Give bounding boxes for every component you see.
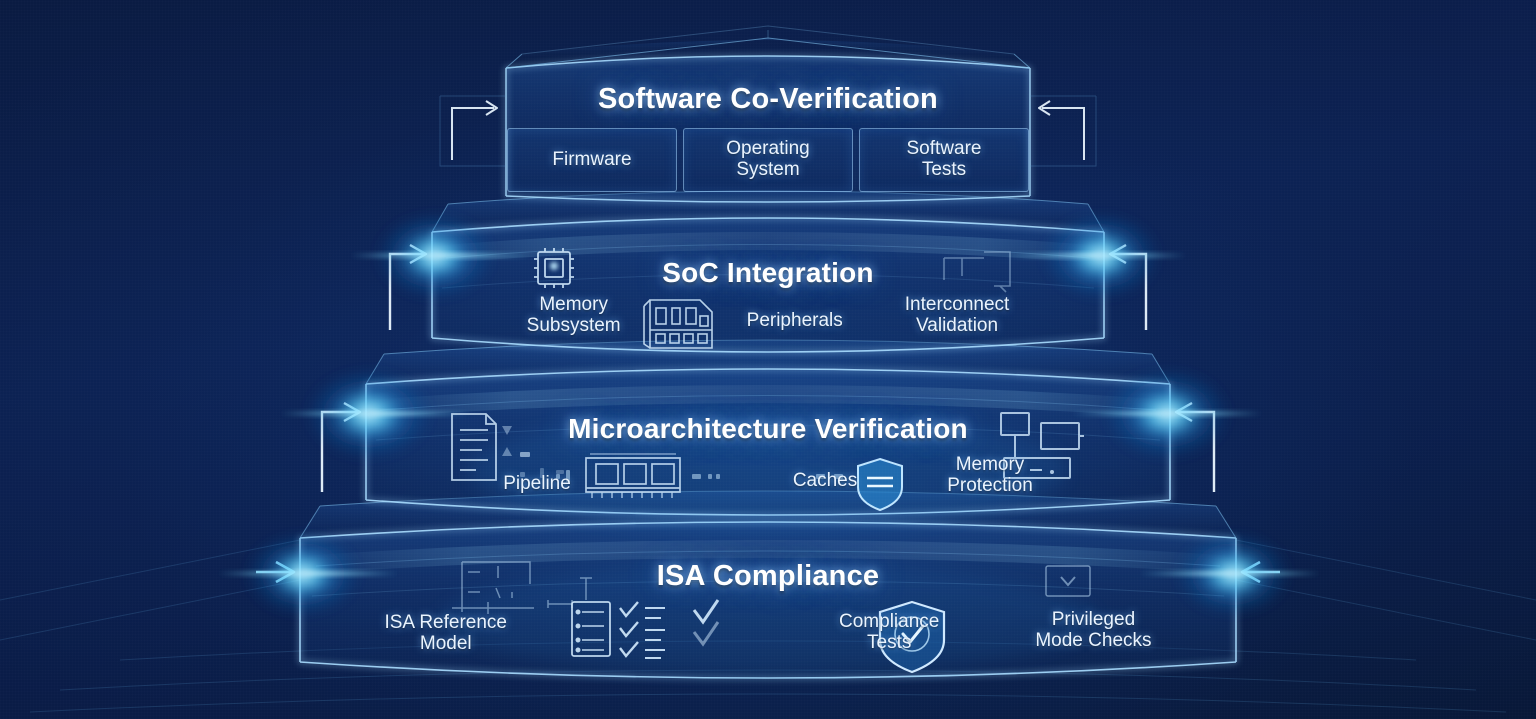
sub-item-interconnect-validation[interactable]: Interconnect Validation	[904, 293, 1010, 336]
tier1-subitems: Firmware Operating System Software Tests	[507, 128, 1029, 192]
sub-item-label: Pipeline	[503, 473, 571, 495]
block-diagram-icon	[1000, 412, 1084, 479]
tier2-subitems: Memory Subsystem Peripherals Interconnec…	[526, 293, 1010, 336]
sub-item-isa-reference-model[interactable]: ISA Reference Model	[384, 611, 508, 654]
memory-module-icon	[585, 453, 681, 498]
tier-title-microarchitecture-verification: Microarchitecture Verification	[568, 412, 968, 444]
sub-item-caches[interactable]: Caches	[793, 471, 857, 492]
sub-item-firmware[interactable]: Firmware	[507, 128, 677, 192]
blueprint-icon	[452, 561, 592, 614]
chip-core-glow	[550, 262, 558, 270]
tier-title-soc-integration: SoC Integration	[662, 256, 874, 288]
check-marks-icon	[619, 599, 720, 659]
tier-isa-compliance[interactable]: ISA Compliance ISA Reference Model Compl…	[300, 505, 1236, 665]
tier4-subitems: ISA Reference Model Compliance Tests Pri…	[384, 607, 1151, 654]
chevron-down-box-icon	[1045, 565, 1091, 597]
sub-item-label: Interconnect Validation	[904, 293, 1010, 336]
impact-glows	[218, 210, 1320, 675]
chip-icon	[534, 248, 574, 288]
tier-title-isa-compliance: ISA Compliance	[656, 559, 880, 592]
sub-item-software-tests[interactable]: Software Tests	[859, 128, 1029, 192]
sub-item-label: Compliance Tests	[839, 610, 940, 653]
sub-item-label: ISA Reference Model	[384, 611, 508, 654]
sub-item-compliance-tests[interactable]: Compliance Tests	[839, 610, 940, 653]
sub-item-operating-system[interactable]: Operating System	[683, 128, 853, 192]
cache-connector-dots	[556, 470, 843, 482]
right-arrow-tier1[interactable]	[1038, 100, 1085, 160]
sub-item-memory-subsystem[interactable]: Memory Subsystem	[526, 293, 621, 336]
interconnect-icon	[943, 251, 1011, 293]
sub-item-label: Memory Subsystem	[526, 293, 621, 336]
tier-title-software-co-verification: Software Co-Verification	[598, 83, 938, 115]
document-icon	[451, 413, 497, 481]
shield-lines-icon	[857, 457, 903, 512]
left-arrow-tier1[interactable]	[451, 100, 498, 160]
sub-item-label: Privileged Mode Checks	[1035, 608, 1152, 651]
tier3-subitems: Pipeline Caches Memory Protection	[503, 453, 1033, 496]
sub-item-privileged-mode-checks[interactable]: Privileged Mode Checks	[1035, 608, 1152, 651]
sub-item-label: Caches	[792, 470, 858, 492]
sub-item-label: Operating System	[726, 138, 810, 180]
sub-item-memory-protection[interactable]: Memory Protection	[947, 453, 1033, 496]
tier-soc-integration[interactable]: SoC Integration Memory Subsystem Periphe…	[432, 205, 1104, 350]
tier-slab-soc-integration[interactable]	[431, 190, 1105, 353]
peripheral-block-icon	[643, 299, 713, 349]
sub-item-label: Firmware	[552, 148, 632, 170]
tier-slab-software-co-verification[interactable]	[439, 25, 1097, 203]
checklist-icon	[571, 601, 611, 657]
sub-item-label: Peripherals	[746, 310, 843, 332]
sub-item-label: Memory Protection	[947, 453, 1033, 496]
shield-check-icon	[878, 600, 946, 674]
sub-item-pipeline[interactable]: Pipeline	[503, 474, 571, 495]
sub-item-label: Software Tests	[906, 138, 982, 180]
tier-software-co-verification[interactable]: Software Co-Verification Firmware Operat…	[502, 45, 1034, 200]
tier-microarchitecture-verification[interactable]: Microarchitecture Verification Pipeline …	[366, 352, 1170, 507]
sub-item-peripherals[interactable]: Peripherals	[747, 311, 843, 332]
pipeline-markers	[502, 426, 564, 478]
